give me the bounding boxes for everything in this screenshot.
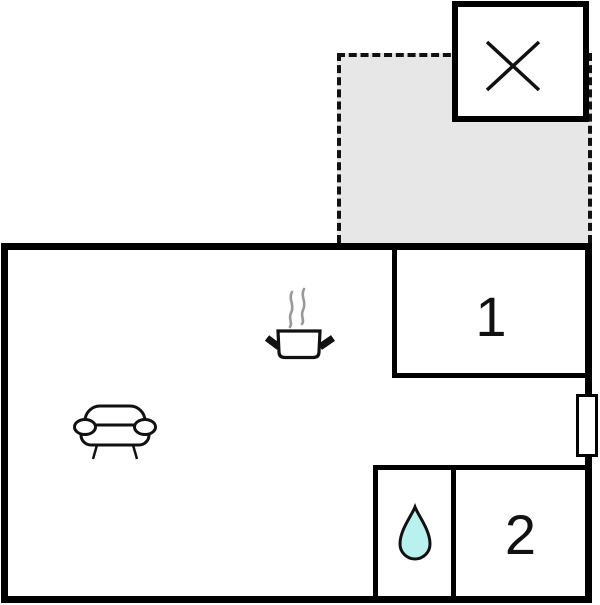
sofa-icon <box>73 403 157 461</box>
room-2: 2 <box>456 470 585 596</box>
x-cross-icon <box>485 40 541 92</box>
room-1-label: 1 <box>475 284 507 348</box>
steam-icon <box>288 287 306 329</box>
bedroom-bathroom-block: 2 <box>373 465 585 596</box>
window-marker <box>576 394 598 457</box>
bathroom <box>378 470 456 596</box>
stairwell-box <box>452 1 589 122</box>
water-drop-icon <box>397 503 432 561</box>
cooking-pot-icon <box>258 286 342 364</box>
room-1: 1 <box>392 250 585 378</box>
room-2-label: 2 <box>504 503 537 566</box>
